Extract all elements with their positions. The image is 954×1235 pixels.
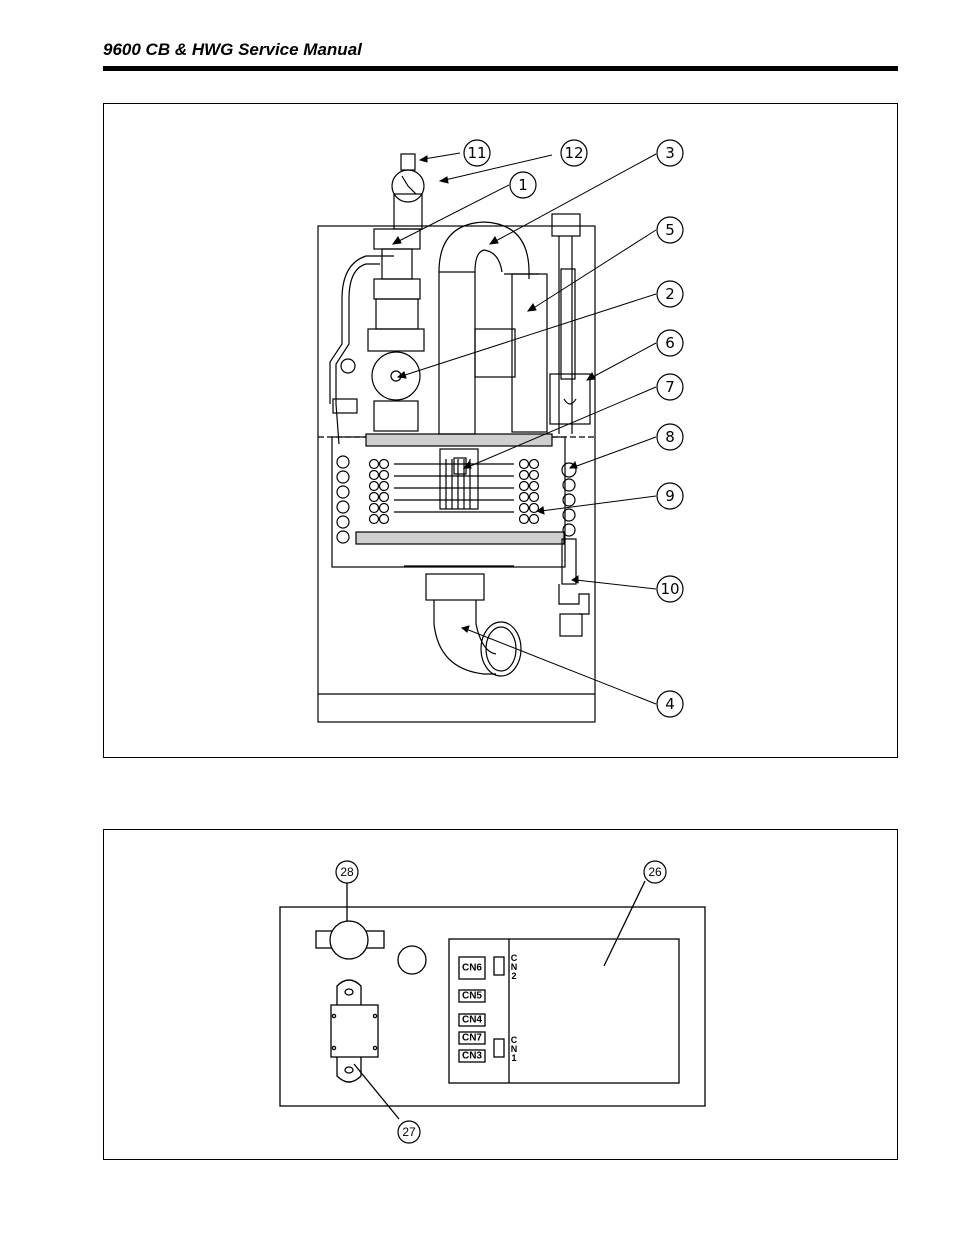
- callout-label-27: 27: [402, 1125, 416, 1139]
- boiler-diagram-frame: 11 12 1 3 5 2 6 7 8 9 10 4: [103, 103, 898, 758]
- boiler-diagram: 11 12 1 3 5 2 6 7 8 9 10 4: [317, 139, 684, 723]
- callout-label-7: 7: [665, 378, 675, 396]
- coil-right-inner: [518, 458, 540, 525]
- flue-pipe: [438, 271, 476, 435]
- connector-cn3: CN3: [462, 1051, 482, 1062]
- callout-9: [656, 482, 684, 510]
- callout-11: [463, 139, 491, 167]
- indicator-light: [397, 945, 427, 975]
- control-panel: [279, 906, 706, 1107]
- cabinet-outline: [317, 225, 596, 723]
- callout-8: [656, 423, 684, 451]
- air-vent: [551, 213, 581, 237]
- callout-label-11: 11: [467, 144, 486, 162]
- cn2-box: [493, 956, 505, 976]
- callout-label-6: 6: [665, 334, 675, 352]
- callout-label-3: 3: [665, 144, 675, 162]
- connector-cn7: CN7: [462, 1033, 482, 1044]
- cn6-box: [458, 956, 486, 980]
- callout-label-26: 26: [648, 865, 662, 879]
- connector-cn5: CN5: [462, 991, 482, 1002]
- connector-cn4: CN4: [462, 1015, 482, 1026]
- coil-left-inner: [368, 458, 390, 525]
- callout-26: [643, 860, 667, 884]
- callout-12: [560, 139, 588, 167]
- heat-exchanger: [331, 436, 566, 568]
- top-insulation: [365, 433, 553, 447]
- vent-pipe: [511, 273, 548, 433]
- callout-27: [397, 1120, 421, 1144]
- callout-1: [509, 171, 537, 199]
- callout-label-1: 1: [518, 176, 528, 194]
- manual-title: 9600 CB & HWG Service Manual: [103, 40, 362, 59]
- transformer: [330, 1004, 379, 1058]
- callout-10: [656, 575, 684, 603]
- callout-2: [656, 280, 684, 308]
- callout-label-5: 5: [665, 221, 675, 239]
- callout-7: [656, 373, 684, 401]
- callout-label-28: 28: [340, 865, 354, 879]
- pump-motor: [371, 351, 421, 401]
- bottom-insulation: [355, 531, 565, 545]
- cn3-box: [458, 1049, 486, 1063]
- cn4-box: [458, 1013, 486, 1027]
- header-rule: [103, 66, 898, 71]
- flue-bend: [438, 221, 530, 279]
- coil-left-outer: [336, 455, 350, 544]
- callout-label-9: 9: [665, 487, 675, 505]
- callout-label-10: 10: [660, 580, 679, 598]
- callout-4: [656, 690, 684, 718]
- cn7-box: [458, 1031, 486, 1045]
- condensate-outlet: [425, 573, 485, 601]
- callout-3: [656, 139, 684, 167]
- supply-pipe: [335, 263, 380, 445]
- callout-6: [656, 329, 684, 357]
- burner: [439, 448, 479, 510]
- coil-right-outer: [561, 462, 577, 537]
- callout-label-2: 2: [665, 285, 675, 303]
- fuse-holder: [329, 920, 369, 960]
- circuit-board: [448, 938, 680, 1084]
- callout-label-12: 12: [564, 144, 583, 162]
- condensate-bend: [433, 600, 496, 675]
- callout-label-8: 8: [665, 428, 675, 446]
- callout-5: [656, 216, 684, 244]
- connector-cn6: CN6: [462, 963, 482, 974]
- cn1-box: [493, 1038, 505, 1058]
- callout-28: [335, 860, 359, 884]
- callout-label-4: 4: [665, 695, 675, 713]
- cn5-box: [458, 989, 486, 1003]
